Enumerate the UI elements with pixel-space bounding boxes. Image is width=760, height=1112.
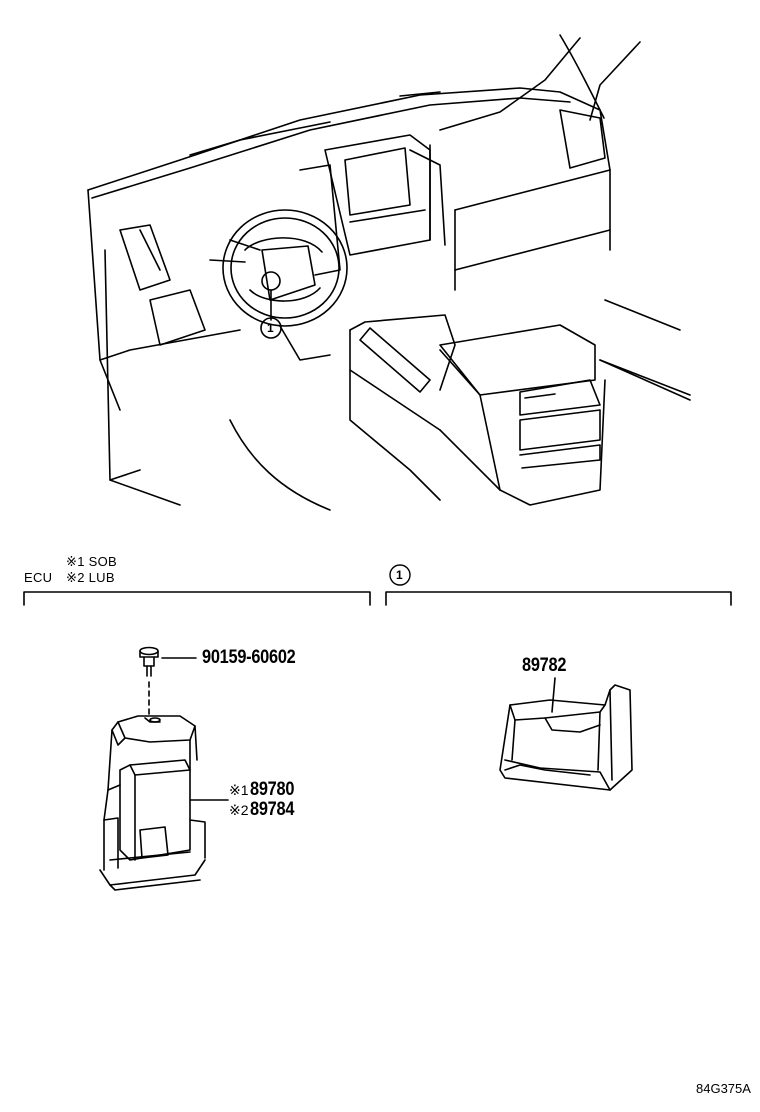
ecu-header-label: ECU: [24, 570, 53, 585]
ecu-2-note-mark: ※2: [229, 802, 249, 818]
ecu-2-part-number: 89784: [249, 799, 294, 820]
ecu-1-note-mark: ※1: [229, 782, 249, 798]
variant-1-label: ※1 SOB: [66, 554, 117, 569]
bolt-part-number: 90159-60602: [202, 647, 296, 668]
bracket-illustration: [499, 677, 633, 791]
callout-1-marker: 1: [267, 321, 274, 335]
vehicle-interior-illustration: [87, 34, 691, 511]
variant-2-label: ※2 LUB: [66, 570, 115, 585]
bracket-part-number: 89782: [522, 655, 567, 676]
section-brackets: [23, 564, 732, 606]
ecu-1-part-row: ※189780: [229, 780, 301, 799]
ecu-illustration: [99, 715, 229, 891]
bolt-illustration: [139, 646, 197, 717]
callout-1-section-marker: 1: [396, 568, 403, 582]
diagram-code: 84G375A: [696, 1081, 751, 1096]
ecu-1-part-number: 89780: [249, 779, 294, 800]
ecu-2-part-row: ※289784: [229, 800, 301, 819]
